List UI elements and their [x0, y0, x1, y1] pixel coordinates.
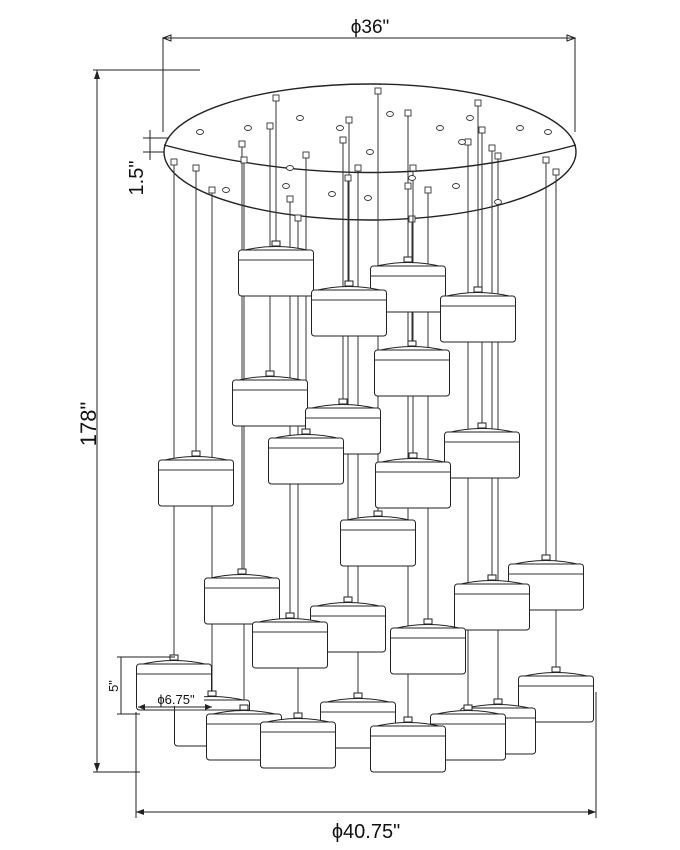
cord-mount-point: [409, 164, 417, 172]
pendant-shade: [508, 554, 584, 611]
canopy-fitting-hole: [436, 125, 444, 131]
pendant-shades: [136, 240, 594, 773]
shade-diameter-label: ϕ6.75": [157, 692, 195, 707]
canopy-fitting-hole: [286, 165, 294, 171]
pendant-shade: [158, 450, 234, 507]
overall-height-label: 178": [76, 402, 101, 447]
pendant-shade: [268, 428, 344, 485]
cord-mount-point: [488, 144, 496, 152]
overall-diameter-dimension: ϕ40.75": [135, 692, 597, 843]
cord-mount-point: [294, 214, 302, 222]
cord-mount-point: [494, 152, 502, 160]
cord-mount-point: [170, 158, 178, 166]
pendant-shade: [310, 596, 386, 653]
cord-mount-point: [424, 186, 432, 194]
pendant-shade: [430, 704, 506, 761]
pendant-shade: [370, 256, 446, 313]
cord-mount-point: [208, 186, 216, 194]
canopy-fitting-hole: [244, 125, 252, 131]
cord-mount-point: [354, 164, 362, 172]
canopy-diameter-dimension: ϕ36": [161, 16, 577, 132]
cord-mount-point: [345, 116, 353, 124]
canopy-fitting-hole: [328, 191, 336, 197]
cord-mount-point: [302, 151, 310, 159]
pendant-shade: [340, 510, 416, 567]
canopy-fitting-hole: [336, 125, 344, 131]
pendant-shade: [260, 712, 336, 769]
canopy-fitting-hole: [452, 183, 460, 189]
pendant-shade: [440, 286, 516, 343]
canopy-fitting-hole: [222, 187, 230, 193]
pendant-shade: [232, 370, 308, 427]
canopy-fitting-hole: [296, 115, 304, 121]
canopy-fitting-hole: [466, 115, 474, 121]
shade-height-label: 5": [106, 680, 121, 692]
cord-mount-point: [240, 156, 248, 164]
pendant-shade: [374, 340, 450, 397]
canopy-fitting-hole: [516, 125, 524, 131]
canopy-diameter-label: ϕ36": [351, 17, 390, 38]
pendant-shade: [238, 240, 314, 297]
canopy-fitting-hole: [196, 129, 204, 135]
pendant-shade: [518, 666, 594, 723]
canopy-fitting-hole: [408, 175, 416, 181]
cord-mount-point: [542, 156, 550, 164]
overall-diameter-label: ϕ40.75": [332, 821, 400, 843]
canopy-fitting-hole: [364, 195, 372, 201]
cord-mount-point: [272, 94, 280, 102]
canopy-fitting-hole: [494, 199, 502, 205]
cord-mount-point: [374, 87, 382, 95]
cord-mount-point: [339, 136, 347, 144]
canopy-fitting-hole: [544, 129, 552, 135]
cord-mount-point: [408, 215, 416, 223]
shade-diameter-dimension: ϕ6.75": [138, 692, 212, 710]
overall-height-dimension: 178": [76, 69, 200, 773]
cord-mount-point: [478, 126, 486, 134]
cord-mount-point: [266, 122, 274, 130]
pendant-shade: [444, 422, 520, 479]
cord-mount-point: [404, 182, 412, 190]
canopy-fitting-hole: [282, 183, 290, 189]
pendant-shade: [375, 452, 451, 509]
pendant-shade: [204, 568, 280, 625]
cord-mount-point: [474, 99, 482, 107]
pendant-shade: [454, 574, 530, 631]
cord-mount-point: [552, 168, 560, 176]
pendant-shade: [390, 618, 466, 675]
cord-mount-point: [192, 164, 200, 172]
cord-mount-point: [238, 140, 246, 148]
canopy-height-label: 1.5": [126, 161, 148, 196]
cord-mount-point: [344, 174, 352, 182]
canopy-fitting-hole: [366, 149, 374, 155]
pendant-shade: [311, 280, 387, 337]
cord-mount-point: [404, 109, 412, 117]
pendant-shade: [252, 612, 328, 669]
cord-mount-point: [286, 195, 294, 203]
pendant-shade: [370, 716, 446, 773]
canopy-fitting-hole: [458, 139, 466, 145]
canopy-fitting-hole: [386, 111, 394, 117]
